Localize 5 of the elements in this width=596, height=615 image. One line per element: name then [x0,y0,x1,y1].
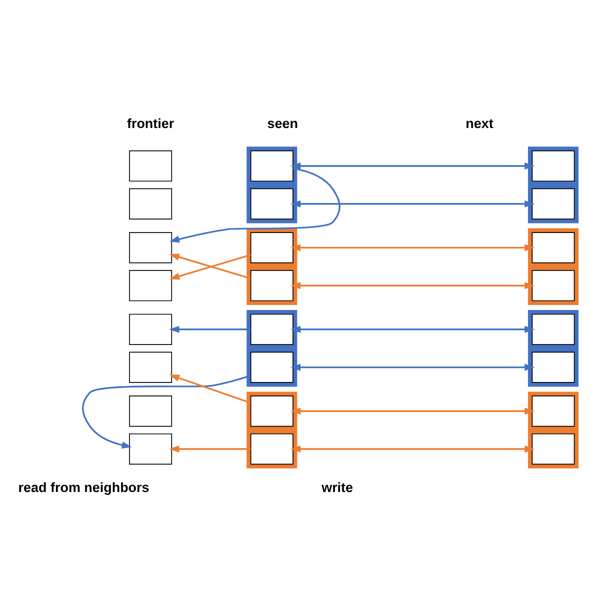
label: seen [267,116,298,131]
label: read from neighbors [18,480,150,495]
label: write [322,480,354,495]
label: frontier [126,116,174,131]
label: next [466,116,494,131]
